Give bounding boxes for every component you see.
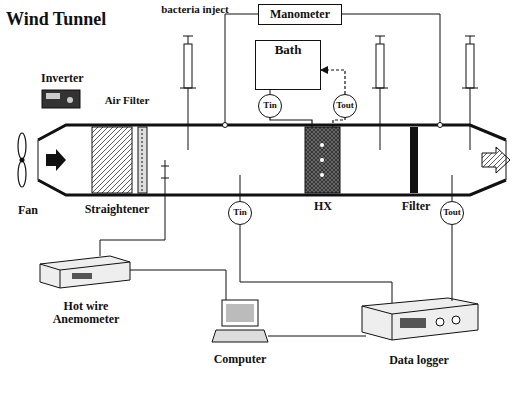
temperature-sensor: Tin — [258, 94, 282, 118]
node-label: Bath — [275, 43, 302, 57]
bath-box: Bath — [255, 40, 321, 90]
diagram-title: Wind Tunnel — [6, 10, 106, 30]
part-label: Straightener — [72, 203, 162, 216]
computer-device: Computer — [196, 298, 284, 366]
node-label: Tin — [263, 101, 276, 111]
inverter-device: Inverter — [34, 72, 88, 110]
signal-wire — [321, 70, 345, 94]
node-label: Inverter — [41, 72, 81, 85]
node-label: Tout — [443, 208, 461, 218]
manometer-box: Manometer — [258, 4, 342, 25]
node-label: Tin — [233, 208, 246, 218]
node-label: Computer — [214, 353, 267, 366]
node-label: Manometer — [270, 8, 330, 21]
injection-label: bacteria inject — [160, 3, 230, 15]
part-label: HX — [308, 200, 338, 213]
signal-wire — [240, 225, 392, 303]
temperature-sensor: Tin — [228, 201, 252, 225]
temperature-sensor: Tout — [440, 201, 464, 225]
node-label: Data logger — [389, 354, 449, 367]
signal-wire — [268, 336, 366, 337]
data-logger-device: Data logger — [352, 295, 486, 367]
node-label: Hot wire Anemometer — [37, 300, 135, 326]
part-label: Fan — [8, 204, 48, 217]
part-label: Air Filter — [104, 94, 150, 106]
signal-wire — [452, 225, 453, 301]
signal-wire — [130, 270, 226, 300]
node-label: Tout — [336, 101, 354, 111]
temperature-sensor: Tout — [333, 94, 357, 118]
anemometer-device: Hot wire Anemometer — [30, 252, 142, 326]
part-label: Filter — [396, 200, 436, 213]
